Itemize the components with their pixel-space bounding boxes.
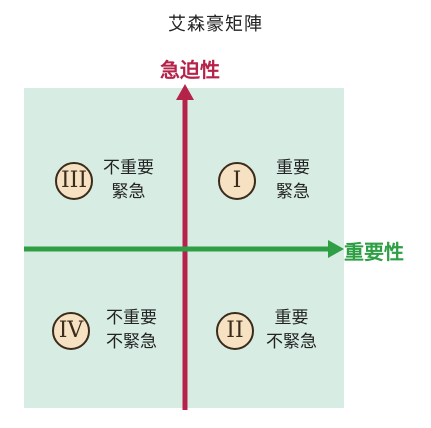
quadrant-label-line2: 緊急 bbox=[276, 182, 310, 202]
urgency-axis-label: 急迫性 bbox=[160, 58, 220, 82]
quadrant-label: 重要 不緊急 bbox=[266, 306, 317, 354]
urgency-axis-arrowhead bbox=[176, 84, 194, 100]
diagram-title: 艾森豪矩陣 bbox=[168, 14, 263, 35]
quadrant-label-line2: 不緊急 bbox=[266, 332, 317, 352]
quadrant-label: 不重要 緊急 bbox=[103, 156, 154, 204]
quadrant-important-urgent: I 重要 緊急 bbox=[218, 158, 368, 242]
numeral-badge: I bbox=[218, 162, 256, 200]
numeral-badge: II bbox=[216, 312, 254, 350]
quadrant-label-line1: 不重要 bbox=[103, 158, 154, 178]
quadrant-label-line2: 不緊急 bbox=[106, 332, 157, 352]
importance-axis-arrowhead bbox=[328, 240, 344, 258]
quadrant-not-important-urgent: III 不重要 緊急 bbox=[55, 158, 205, 242]
quadrant-label-line2: 緊急 bbox=[111, 182, 146, 202]
quadrant-not-important-not-urgent: IV 不重要 不緊急 bbox=[52, 308, 202, 392]
numeral-badge: III bbox=[55, 162, 93, 200]
numeral-badge: IV bbox=[52, 312, 90, 350]
quadrant-label-line1: 重要 bbox=[274, 308, 309, 328]
quadrant-important-not-urgent: II 重要 不緊急 bbox=[216, 308, 366, 392]
quadrant-label-line1: 不重要 bbox=[106, 308, 157, 328]
quadrant-label-line1: 重要 bbox=[276, 158, 310, 178]
quadrant-label: 不重要 不緊急 bbox=[106, 306, 157, 354]
importance-axis-label: 重要性 bbox=[344, 240, 404, 264]
quadrant-label: 重要 緊急 bbox=[276, 156, 310, 204]
